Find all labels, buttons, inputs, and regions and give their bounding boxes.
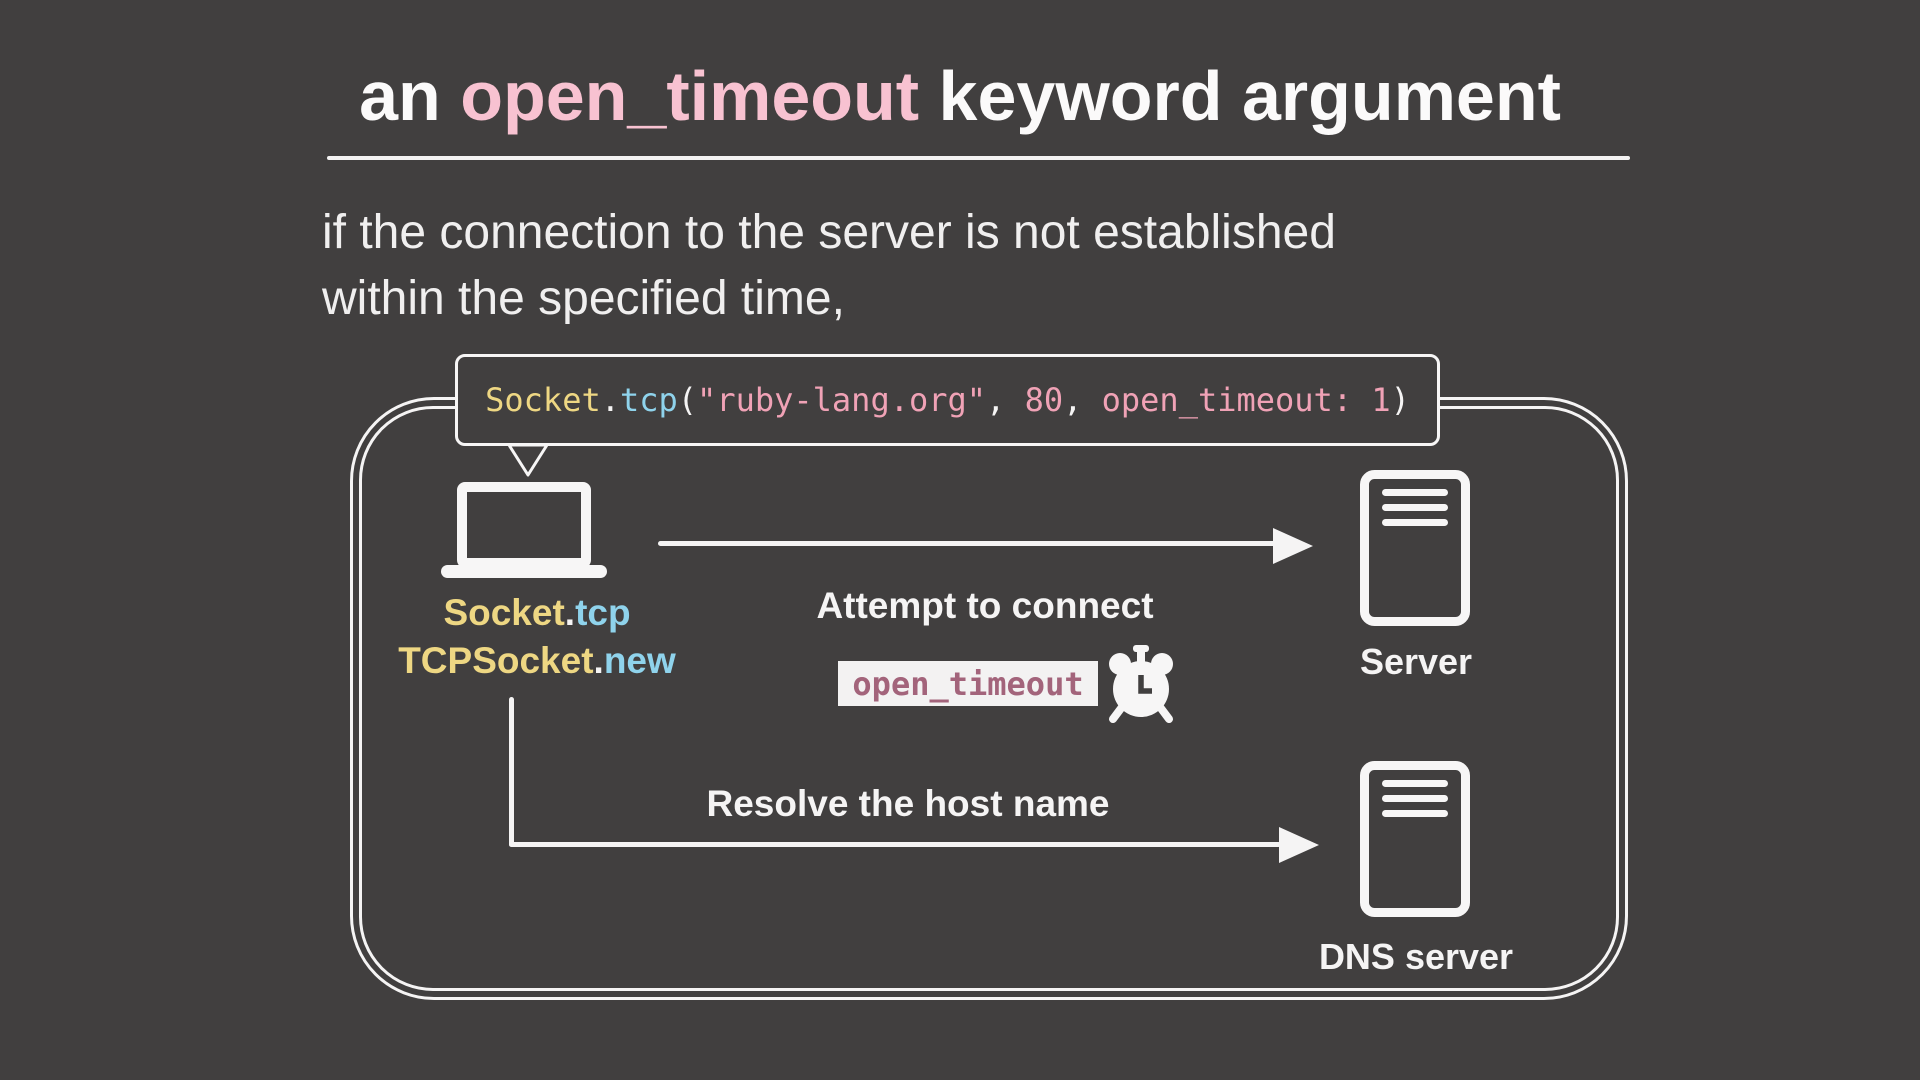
- client-label-tcpsocket-new: TCPSocket.new: [398, 640, 676, 681]
- arrow-right-icon: [1273, 528, 1313, 564]
- subtitle-line-2: within the specified time,: [322, 272, 845, 325]
- laptop-icon: [441, 482, 607, 578]
- connect-arrow-line: [658, 541, 1276, 546]
- dns-server-label: DNS server: [1318, 936, 1514, 977]
- speech-bubble-tail-icon: [507, 444, 549, 477]
- dns-server-icon: [1360, 761, 1470, 917]
- page-title: an open_timeout keyword argument: [0, 56, 1920, 136]
- subtitle-line-1: if the connection to the server is not e…: [322, 206, 1336, 259]
- connect-arrow-label: Attempt to connect: [816, 585, 1154, 626]
- arrow-right-icon: [1279, 827, 1319, 863]
- client-labels: Socket.tcp TCPSocket.new: [327, 589, 747, 685]
- title-suffix: keyword argument: [919, 57, 1561, 135]
- resolve-arrow-label: Resolve the host name: [706, 783, 1110, 824]
- server-icon: [1360, 470, 1470, 626]
- title-underline: [327, 156, 1630, 160]
- timeout-badge: open_timeout: [838, 661, 1098, 706]
- title-prefix: an: [359, 57, 461, 135]
- title-highlight: open_timeout: [460, 57, 920, 135]
- client-label-socket-tcp: Socket.tcp: [443, 592, 631, 633]
- server-label: Server: [1359, 641, 1473, 682]
- subtitle: if the connection to the server is not e…: [322, 200, 1336, 332]
- code-text: Socket.tcp("ruby-lang.org", 80, open_tim…: [485, 381, 1410, 419]
- resolve-arrow-line: [509, 842, 1281, 847]
- code-callout: Socket.tcp("ruby-lang.org", 80, open_tim…: [455, 354, 1440, 446]
- resolve-arrow-vertical: [509, 697, 514, 847]
- alarm-clock-icon: [1109, 645, 1173, 723]
